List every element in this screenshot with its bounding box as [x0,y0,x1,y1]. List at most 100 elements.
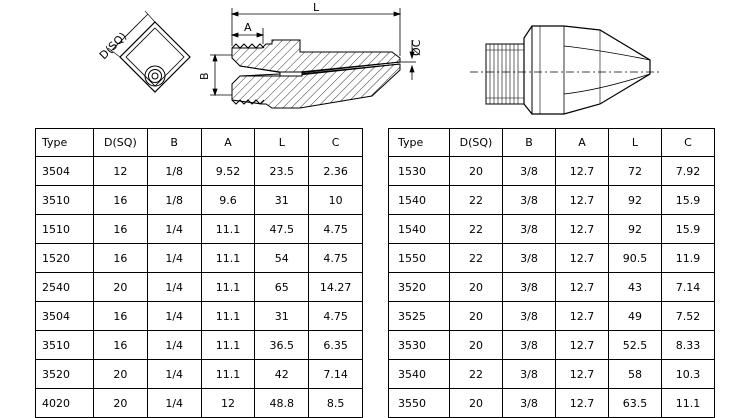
cell-c: 2.36 [308,156,363,186]
cell-type: 1530 [388,156,450,186]
cell-l: 31 [254,185,310,215]
cell-a: 12.7 [555,185,609,215]
cell-b: 1/8 [146,156,202,186]
cell-a: 12.7 [555,388,609,418]
cell-a: 9.6 [200,185,256,215]
cell-c: 7.92 [661,156,715,186]
table-header-row: Type D(SQ) B A L C [35,128,363,157]
header-dsq: D(SQ) [449,128,503,157]
cell-a: 11.1 [200,214,256,244]
cell-dsq: 20 [93,388,148,418]
cell-type: 3504 [35,301,94,331]
cell-a: 12.7 [555,301,609,331]
cell-b: 1/4 [146,272,202,302]
cell-a: 12.7 [555,272,609,302]
cell-a: 9.52 [200,156,256,186]
cell-dsq: 20 [449,330,503,360]
side-view [470,25,660,115]
cell-dsq: 22 [449,185,503,215]
cell-a: 11.1 [200,301,256,331]
cell-a: 11.1 [200,243,256,273]
cell-type: 3520 [35,359,94,389]
cell-l: 90.5 [608,243,662,273]
b-label: B [198,72,211,80]
cell-a: 11.1 [200,359,256,389]
cell-l: 52.5 [608,330,662,360]
cell-c: 10 [308,185,363,215]
cell-b: 1/4 [146,243,202,273]
cell-dsq: 20 [449,156,503,186]
cell-b: 3/8 [502,359,556,389]
header-a: A [555,128,609,157]
cell-type: 3530 [388,330,450,360]
cell-type: 1550 [388,243,450,273]
header-l: L [254,128,310,157]
cell-l: 47.5 [254,214,310,244]
dimension-c [400,40,416,80]
cell-type: 4020 [35,388,94,418]
cell-dsq: 16 [93,330,148,360]
header-b: B [502,128,556,157]
cell-b: 3/8 [502,214,556,244]
cell-dsq: 20 [449,272,503,302]
cell-c: 6.35 [308,330,363,360]
header-c: C [308,128,363,157]
cell-a: 12.7 [555,359,609,389]
cell-c: 7.52 [661,301,715,331]
cell-b: 1/4 [146,359,202,389]
cell-type: 1540 [388,214,450,244]
cell-dsq: 22 [449,359,503,389]
cell-b: 3/8 [502,156,556,186]
cell-b: 3/8 [502,330,556,360]
cell-b: 1/4 [146,301,202,331]
cell-type: 2540 [35,272,94,302]
cell-b: 1/8 [146,185,202,215]
cell-l: 63.5 [608,388,662,418]
header-type: Type [388,128,450,157]
cell-dsq: 22 [449,214,503,244]
cell-l: 23.5 [254,156,310,186]
cell-dsq: 16 [93,301,148,331]
cell-dsq: 12 [93,156,148,186]
dimension-a [230,28,265,44]
cell-b: 3/8 [502,272,556,302]
cell-type: 3504 [35,156,94,186]
cell-b: 3/8 [502,388,556,418]
cell-l: 43 [608,272,662,302]
cell-dsq: 20 [93,272,148,302]
dsq-label: D(SQ) [97,30,129,62]
cell-dsq: 16 [93,185,148,215]
cell-dsq: 20 [449,388,503,418]
cell-a: 12.7 [555,330,609,360]
section-view [231,39,401,109]
header-type: Type [35,128,94,157]
cell-c: 15.9 [661,185,715,215]
cell-a: 12.7 [555,243,609,273]
cell-type: 1520 [35,243,94,273]
cell-type: 3550 [388,388,450,418]
cell-type: 3520 [388,272,450,302]
table-header-row: Type D(SQ) B A L C [388,128,715,157]
cell-c: 15.9 [661,214,715,244]
cell-dsq: 22 [449,243,503,273]
cell-c: 4.75 [308,214,363,244]
dimension-b [210,53,232,97]
cell-type: 1540 [388,185,450,215]
